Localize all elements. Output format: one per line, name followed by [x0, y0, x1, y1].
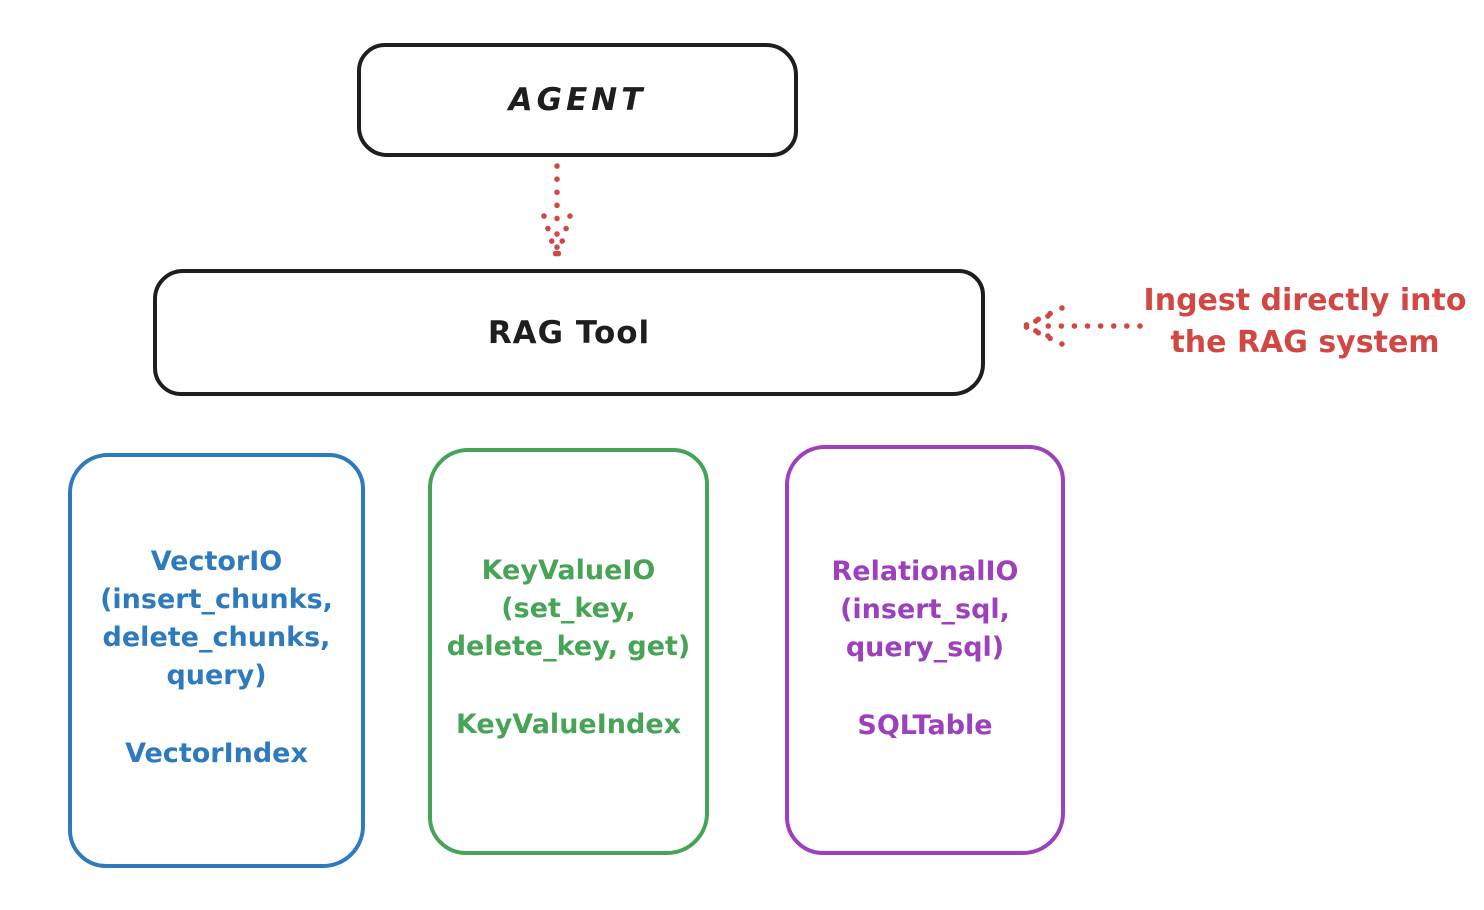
relational-io-node: RelationalIO (insert_sql, query_sql) SQL…: [785, 445, 1065, 855]
agent-node: AGENT: [357, 43, 798, 157]
ingest-annotation: Ingest directly into the RAG system: [1140, 280, 1470, 364]
sql-table-label: SQLTable: [857, 710, 993, 741]
agent-node-label: AGENT: [508, 82, 647, 118]
rag-tool-node: RAG Tool: [153, 269, 985, 396]
relational-io-methods-line1: (insert_sql,: [840, 594, 1010, 625]
vector-io-methods-line3: query): [166, 660, 267, 691]
key-value-io-methods-line1: (set_key,: [501, 593, 636, 624]
vector-io-methods-line1: (insert_chunks,: [100, 584, 333, 615]
relational-io-title: RelationalIO: [831, 556, 1019, 587]
key-value-index-label: KeyValueIndex: [455, 709, 682, 740]
ingest-annotation-line2: the RAG system: [1170, 325, 1440, 360]
key-value-io-methods-line2: delete_key, get): [446, 631, 691, 662]
vector-index-label: VectorIndex: [125, 738, 308, 769]
dotted-arrow-down-icon: [541, 163, 573, 261]
ingest-annotation-line1: Ingest directly into: [1143, 283, 1467, 318]
relational-io-methods-line2: query_sql): [845, 632, 1005, 663]
rag-tool-node-label: RAG Tool: [487, 314, 651, 351]
key-value-io-node: KeyValueIO (set_key, delete_key, get) Ke…: [428, 448, 709, 855]
vector-io-node: VectorIO (insert_chunks, delete_chunks, …: [68, 453, 365, 868]
dotted-arrow-left-icon: [1021, 305, 1143, 347]
key-value-io-title: KeyValueIO: [481, 555, 656, 586]
vector-io-title: VectorIO: [150, 546, 283, 577]
vector-io-methods-line2: delete_chunks,: [102, 622, 331, 653]
